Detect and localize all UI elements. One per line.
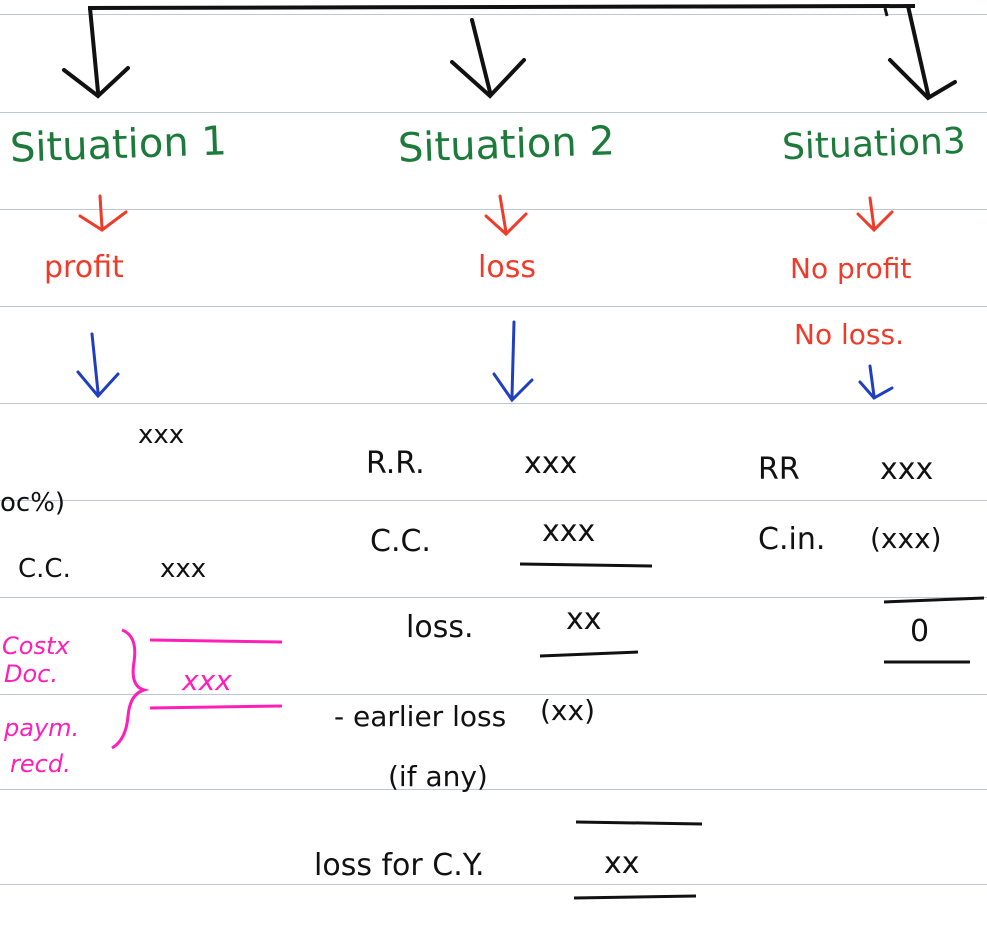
col1-note-line: Costx bbox=[2, 632, 70, 660]
col2-earlier-loss: - earlier loss bbox=[334, 700, 507, 733]
col1-row2-label: oc%) bbox=[0, 488, 66, 518]
ruled-line bbox=[0, 403, 987, 404]
col1-row3-label: C.C. bbox=[18, 554, 71, 584]
situation-3-outcome-line2: No loss. bbox=[794, 318, 904, 351]
underline bbox=[539, 650, 639, 658]
top-bracket-line bbox=[87, 4, 916, 10]
col1-note-line: paym. bbox=[4, 714, 80, 742]
situation-3-heading: Situation3 bbox=[781, 120, 967, 169]
col1-note-line: recd. bbox=[10, 750, 71, 778]
col2-row-label: R.R. bbox=[366, 446, 425, 481]
arrow-down-icon bbox=[450, 18, 526, 99]
arrow-down-icon bbox=[76, 332, 120, 399]
ruled-line bbox=[0, 597, 987, 598]
situation-2-outcome: loss bbox=[478, 250, 536, 285]
col2-final-value: xx bbox=[604, 846, 640, 881]
underline bbox=[575, 820, 703, 826]
underline bbox=[883, 596, 985, 604]
ruled-line bbox=[0, 789, 987, 790]
situation-3-outcome-line1: No profit bbox=[790, 252, 912, 285]
col3-result-value: 0 bbox=[910, 614, 930, 649]
col3-row-value: xxx bbox=[880, 452, 934, 487]
col2-row-value: xxx bbox=[524, 446, 578, 481]
underline bbox=[573, 894, 697, 900]
ruled-line bbox=[0, 884, 987, 885]
col1-note-line: Doc. bbox=[4, 660, 58, 688]
col3-row-value: (xxx) bbox=[870, 522, 942, 555]
situation-1-outcome: profit bbox=[44, 250, 124, 285]
col2-row-label: loss. bbox=[406, 610, 474, 645]
curly-brace bbox=[111, 628, 150, 750]
col2-final-label: loss for C.Y. bbox=[314, 848, 485, 883]
situation-2-heading: Situation 2 bbox=[397, 118, 616, 172]
situation-1-heading: Situation 1 bbox=[9, 118, 228, 172]
underline bbox=[519, 562, 653, 568]
col2-earlier-loss-value: (xx) bbox=[540, 694, 595, 727]
ruled-line bbox=[0, 209, 987, 210]
col2-row-value: xx bbox=[566, 602, 602, 637]
underline bbox=[149, 704, 283, 710]
arrow-down-icon bbox=[856, 196, 894, 233]
col2-row-label: C.C. bbox=[370, 524, 431, 559]
arrow-down-icon bbox=[858, 364, 894, 400]
bracket-tick bbox=[883, 7, 889, 17]
arrow-down-icon bbox=[888, 4, 957, 101]
col2-if-any: (if any) bbox=[388, 760, 488, 793]
ruled-line bbox=[0, 14, 987, 15]
ruled-line bbox=[0, 112, 987, 113]
col1-result-value: xxx bbox=[182, 664, 232, 697]
ruled-line bbox=[0, 694, 987, 695]
col1-row1-value: xxx bbox=[138, 420, 185, 450]
col2-row-value: xxx bbox=[542, 514, 596, 549]
arrow-down-icon bbox=[492, 320, 534, 403]
ruled-line bbox=[0, 306, 987, 307]
arrow-down-icon bbox=[78, 194, 128, 232]
col3-row-label: C.in. bbox=[758, 522, 826, 557]
col3-row-label: RR bbox=[758, 452, 800, 487]
underline bbox=[149, 638, 283, 644]
ruled-line bbox=[0, 500, 987, 501]
arrow-down-icon bbox=[62, 6, 130, 99]
arrow-down-icon bbox=[484, 194, 528, 237]
col1-row3-value: xxx bbox=[160, 554, 207, 584]
